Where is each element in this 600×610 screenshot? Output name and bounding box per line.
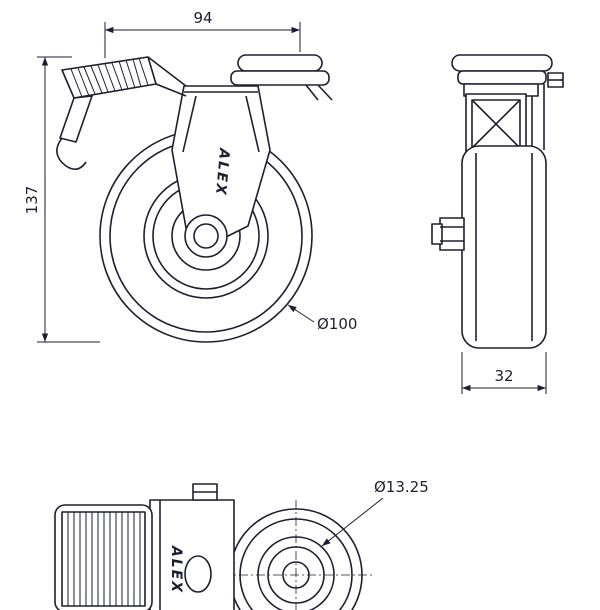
dim-plate-width-label: 94 [193,9,212,27]
front-pedal-hatch [70,57,149,98]
bottom-brake-pedal [54,504,153,610]
dim-wheel-width-label: 32 [494,367,513,385]
dim-overall-height: 137 [23,56,100,343]
front-top-plate [230,54,333,101]
brand-logo-front: ALEX [212,147,232,197]
dim-wheel-diameter: Ø100 [287,304,357,333]
front-view: ALEX [23,9,357,343]
bottom-swivel-circles [229,508,363,610]
bottom-pedal-ribs [67,512,141,606]
brand-logo-bottom: ALEX [168,545,184,594]
dim-bolt-hole: Ø13.25 [321,478,429,547]
dim-bolt-hole-label: Ø13.25 [374,478,429,496]
dim-plate-width: 94 [104,9,301,58]
front-fork [171,85,271,243]
dim-overall-height-label: 137 [23,186,41,215]
side-swivel-bearing [463,83,539,155]
bottom-body [149,483,235,610]
bottom-centerlines [222,500,374,610]
dim-wheel-width: 32 [461,352,547,394]
side-axle-bolt [431,217,465,251]
front-hub [184,214,228,258]
dim-wheel-diameter-label: Ø100 [317,315,357,333]
side-wheel [461,145,547,349]
front-brake-pedal [56,56,187,170]
side-top-plate [451,54,564,88]
side-view: 32 [431,54,564,394]
bottom-view: ALEX Ø13.25 [54,478,429,610]
